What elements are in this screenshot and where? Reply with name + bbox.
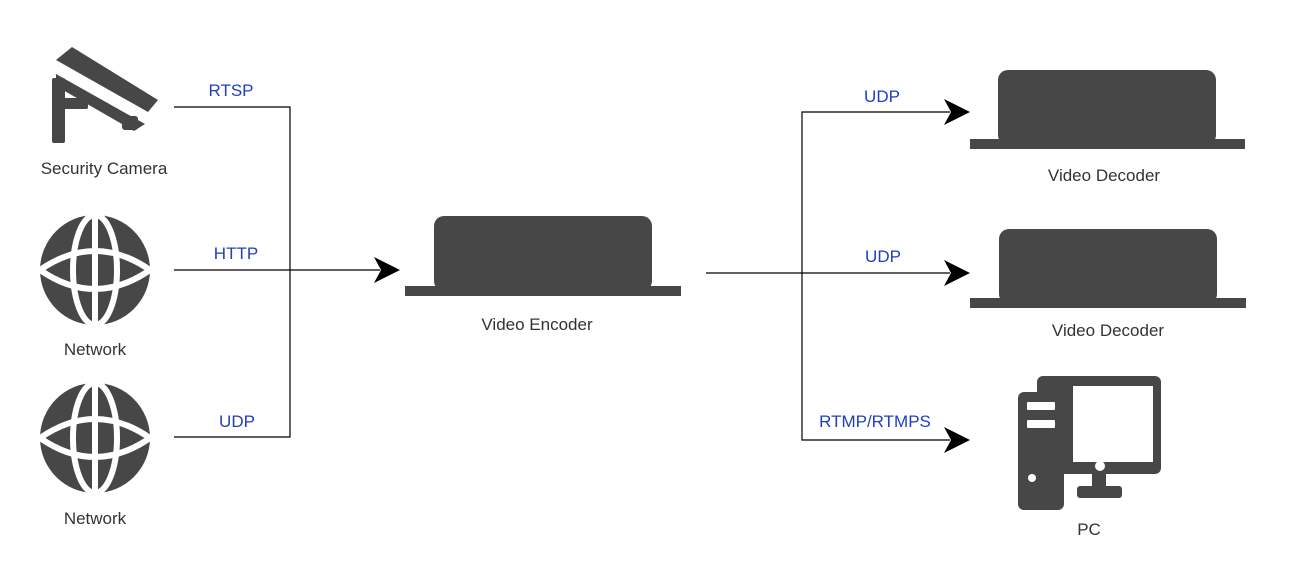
protocol-label-rtsp: RTSP xyxy=(208,81,254,100)
connector-network2-to-encoder xyxy=(174,270,291,438)
security-camera-icon xyxy=(52,47,158,143)
pc-label: PC xyxy=(1077,520,1101,539)
arrowhead-to-pc xyxy=(944,427,970,453)
security-camera-label: Security Camera xyxy=(40,159,168,178)
protocol-label-udp-decoder2: UDP xyxy=(865,247,901,266)
arrowhead-to-decoder1 xyxy=(944,99,970,125)
globe-icon xyxy=(38,212,152,328)
connector-camera-to-encoder xyxy=(174,106,291,270)
desktop-computer-icon xyxy=(1018,376,1161,510)
input-connectors xyxy=(174,106,380,438)
protocol-label-udp-decoder1: UDP xyxy=(864,87,900,106)
device-box-icon xyxy=(405,216,681,296)
protocol-label-http: HTTP xyxy=(213,244,259,263)
video-decoder-label-1: Video Decoder xyxy=(1047,166,1161,185)
video-encoder-label: Video Encoder xyxy=(481,315,593,334)
network-label-1: Network xyxy=(63,340,127,359)
connector-encoder-to-pc xyxy=(801,273,950,441)
device-box-icon xyxy=(970,229,1246,308)
globe-icon xyxy=(38,380,152,496)
connector-encoder-to-decoder1 xyxy=(801,111,950,273)
arrowhead-to-decoder2 xyxy=(944,260,970,286)
arrowhead-to-encoder xyxy=(374,257,400,283)
device-box-icon xyxy=(970,70,1245,149)
output-connectors xyxy=(706,111,950,441)
network-label-2: Network xyxy=(63,509,127,528)
video-decoder-label-2: Video Decoder xyxy=(1051,321,1165,340)
protocol-label-rtmp: RTMP/RTMPS xyxy=(819,412,931,431)
protocol-label-udp-input: UDP xyxy=(219,412,255,431)
